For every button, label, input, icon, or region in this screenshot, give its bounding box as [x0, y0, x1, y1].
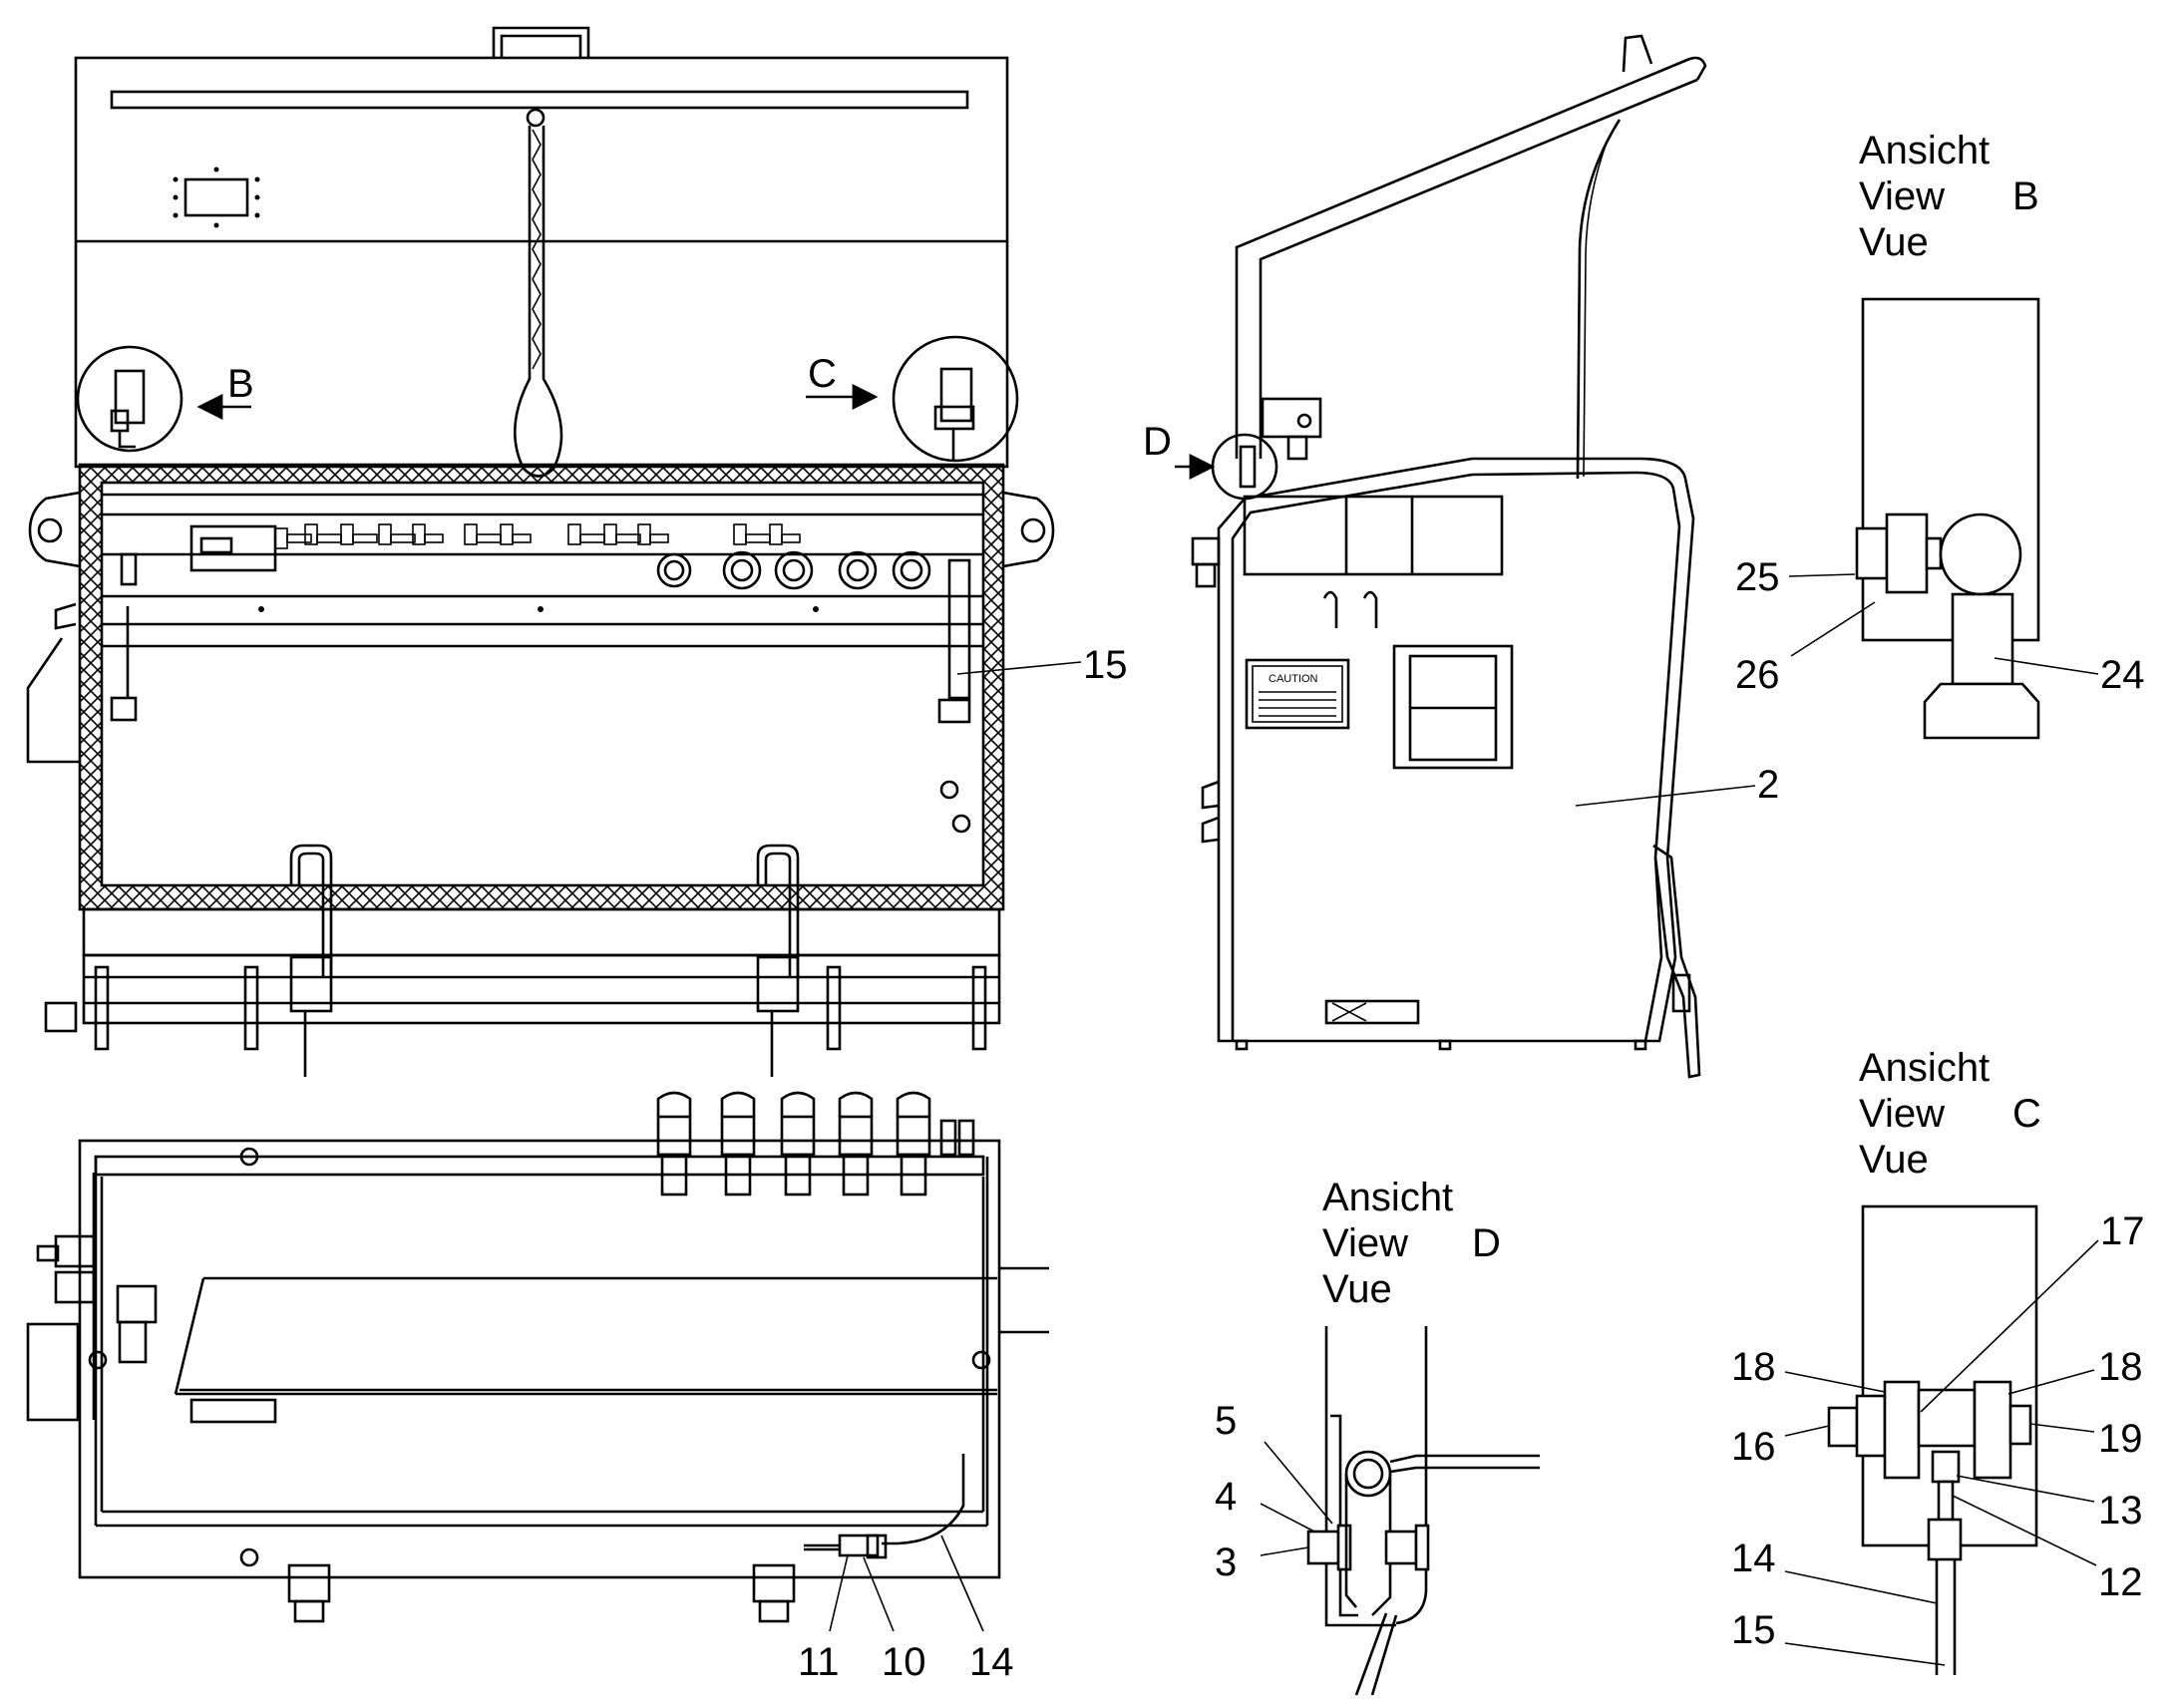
- callout-vc-16: 16: [1731, 1425, 1776, 1469]
- top-fittings: [656, 1091, 975, 1196]
- view-b-line2: View: [1859, 174, 1945, 218]
- caution-label: CAUTION: [1269, 673, 1318, 685]
- callout-vc-18-right: 18: [2098, 1345, 2143, 1389]
- callout-side-2: 2: [1757, 763, 1779, 807]
- callout-vc-15: 15: [1731, 1608, 1776, 1652]
- front-view: B C: [26, 26, 1128, 1077]
- callout-vc-18-left: 18: [1731, 1345, 1776, 1389]
- callout-vb-26: 26: [1735, 653, 1780, 697]
- arrow-label-c: C: [808, 352, 837, 396]
- top-view: 11 10 14: [26, 1091, 1049, 1684]
- callout-vb-24: 24: [2100, 653, 2145, 697]
- callout-vc-17: 17: [2100, 1209, 2145, 1253]
- callout-vc-14: 14: [1731, 1537, 1776, 1580]
- view-c-line2: View: [1859, 1092, 1945, 1136]
- view-d-letter: D: [1472, 1221, 1501, 1265]
- view-b-letter: B: [2012, 174, 2039, 218]
- view-d-line2: View: [1322, 1221, 1408, 1265]
- callout-vc-12: 12: [2098, 1560, 2143, 1604]
- view-b-line1: Ansicht: [1859, 129, 1990, 172]
- nut-row: [656, 550, 931, 590]
- view-c-letter: C: [2012, 1092, 2041, 1136]
- callout-vc-13: 13: [2098, 1489, 2143, 1533]
- view-c: Ansicht View C Vue 17 18 18 16 19 13 12 …: [1731, 1046, 2145, 1675]
- view-d-line1: Ansicht: [1322, 1176, 1453, 1219]
- view-d: Ansicht View D Vue 5 4 3: [1215, 1176, 1540, 1696]
- valve-row: [274, 523, 801, 549]
- view-b-line3: Vue: [1859, 220, 1929, 264]
- callout-vc-19: 19: [2098, 1417, 2143, 1461]
- view-d-line3: Vue: [1322, 1267, 1392, 1311]
- callout-vd-4: 4: [1215, 1475, 1237, 1519]
- callout-top-11: 11: [798, 1640, 840, 1684]
- window-rivets: [173, 167, 260, 228]
- side-view: D CAUTION: [1143, 34, 1779, 1079]
- rope: [514, 108, 563, 478]
- callout-top-14: 14: [969, 1640, 1014, 1684]
- callout-vb-25: 25: [1735, 555, 1780, 599]
- base-posts: [94, 965, 987, 1051]
- callout-vd-3: 3: [1215, 1540, 1237, 1584]
- arrow-label-b: B: [227, 362, 254, 406]
- view-b: Ansicht View B Vue 25 26 24: [1735, 129, 2145, 740]
- view-c-line3: Vue: [1859, 1138, 1929, 1182]
- view-c-line1: Ansicht: [1859, 1046, 1990, 1090]
- callout-top-10: 10: [882, 1640, 926, 1684]
- front-clamps: [289, 844, 800, 1077]
- arrow-label-d: D: [1143, 420, 1172, 464]
- callout-front-15: 15: [1083, 643, 1128, 687]
- callout-vd-5: 5: [1215, 1399, 1237, 1443]
